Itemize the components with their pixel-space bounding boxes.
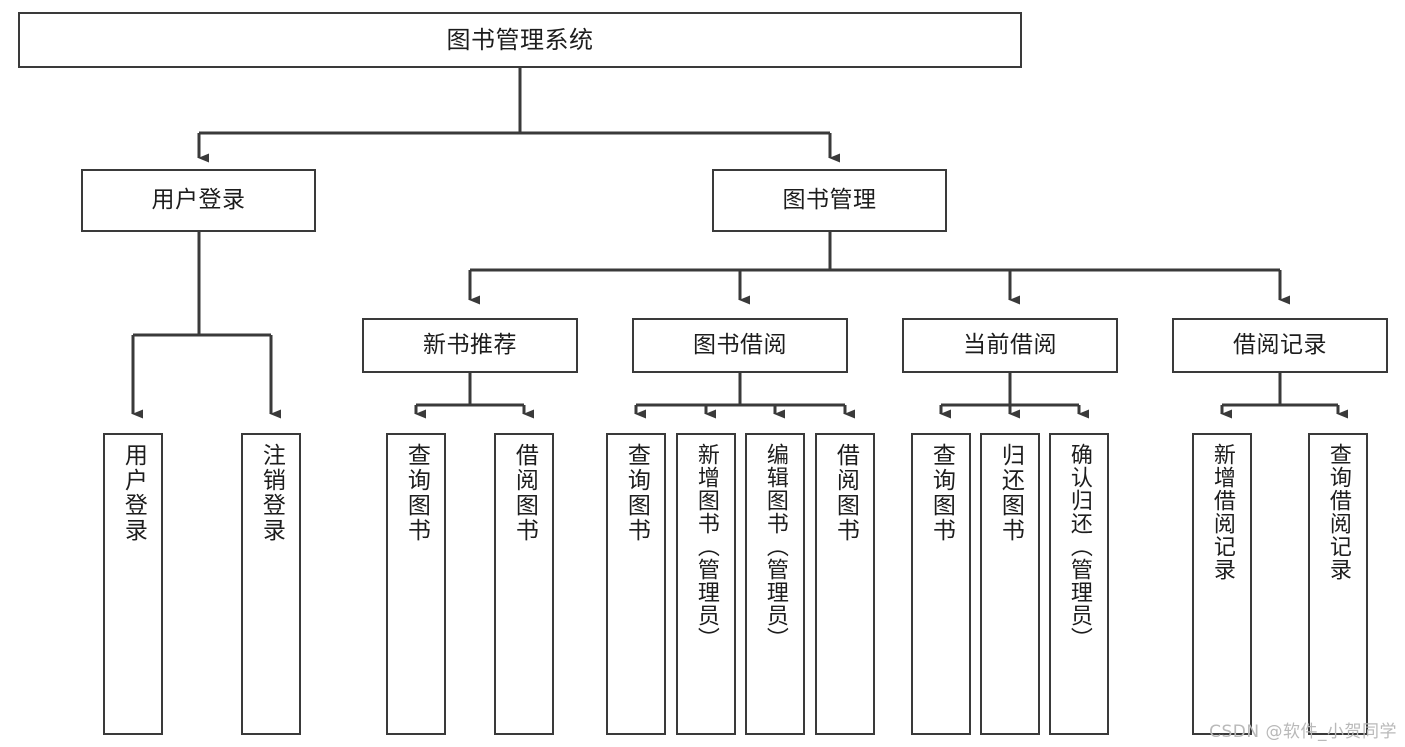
node-label: 归还图书	[997, 443, 1024, 543]
node-label: 图书管理	[782, 186, 877, 213]
node-label: 图书借阅	[693, 331, 787, 358]
node-label: 新书推荐	[423, 331, 517, 358]
node-label: 编辑图书（管理员）	[762, 443, 788, 650]
leaf-records-query-record[interactable]: 查询借阅记录	[1308, 433, 1368, 735]
node-label: 用户登录	[120, 443, 147, 543]
node-label: 查询图书	[623, 443, 650, 543]
node-root-system[interactable]: 图书管理系统	[18, 12, 1022, 68]
node-label: 当前借阅	[963, 331, 1057, 358]
node-user-login[interactable]: 用户登录	[81, 169, 316, 232]
node-label: 查询图书	[403, 443, 430, 543]
leaf-records-add-record[interactable]: 新增借阅记录	[1192, 433, 1252, 735]
leaf-newbook-query-book[interactable]: 查询图书	[386, 433, 446, 735]
leaf-current-query-book[interactable]: 查询图书	[911, 433, 971, 735]
node-new-book-recommend[interactable]: 新书推荐	[362, 318, 578, 373]
node-label: 新增图书（管理员）	[693, 443, 719, 650]
leaf-newbook-borrow-book[interactable]: 借阅图书	[494, 433, 554, 735]
leaf-user-login[interactable]: 用户登录	[103, 433, 163, 735]
node-label: 图书管理系统	[446, 25, 594, 54]
node-label: 借阅记录	[1233, 331, 1327, 358]
leaf-borrow-add-book-admin[interactable]: 新增图书（管理员）	[676, 433, 736, 735]
node-label: 查询借阅记录	[1325, 443, 1351, 581]
node-label: 借阅图书	[832, 443, 859, 543]
node-borrow-records[interactable]: 借阅记录	[1172, 318, 1388, 373]
leaf-user-logout[interactable]: 注销登录	[241, 433, 301, 735]
node-label: 查询图书	[928, 443, 955, 543]
leaf-borrow-borrow-book[interactable]: 借阅图书	[815, 433, 875, 735]
node-current-borrow[interactable]: 当前借阅	[902, 318, 1118, 373]
node-book-management[interactable]: 图书管理	[712, 169, 947, 232]
node-label: 借阅图书	[511, 443, 538, 543]
node-label: 注销登录	[258, 443, 285, 543]
leaf-borrow-edit-book-admin[interactable]: 编辑图书（管理员）	[745, 433, 805, 735]
node-label: 新增借阅记录	[1209, 443, 1235, 581]
leaf-current-confirm-return-admin[interactable]: 确认归还（管理员）	[1049, 433, 1109, 735]
leaf-borrow-query-book[interactable]: 查询图书	[606, 433, 666, 735]
node-label: 用户登录	[151, 186, 246, 213]
node-label: 确认归还（管理员）	[1066, 443, 1092, 650]
leaf-current-return-book[interactable]: 归还图书	[980, 433, 1040, 735]
node-book-borrow[interactable]: 图书借阅	[632, 318, 848, 373]
